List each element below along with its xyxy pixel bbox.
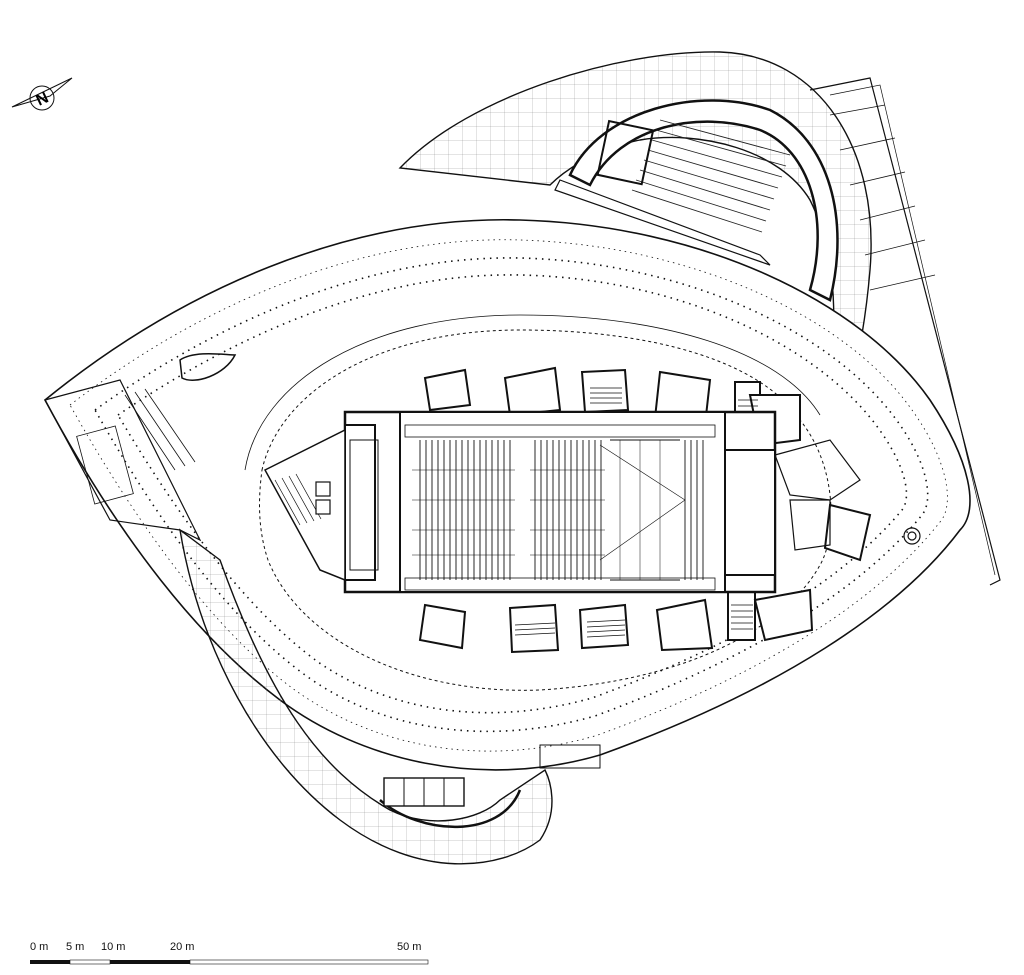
main-auditorium [343,366,872,654]
scale-label-0: 0 m [30,941,49,953]
right-service-rooms [774,439,921,551]
left-stair-wing [263,428,346,582]
left-entry-block [44,353,237,542]
upper-leaf-shell [398,51,872,396]
lower-leaf-shell [179,528,601,865]
scale-label-10: 10 m [101,941,126,953]
inner-lobby-ring [244,314,832,691]
north-arrow-icon: N [11,77,73,111]
scale-label-20: 20 m [170,941,195,953]
scale-label-50: 50 m [397,941,422,953]
scale-bar [30,959,429,965]
scale-label-5: 5 m [66,941,85,953]
right-arcade [809,77,1001,586]
